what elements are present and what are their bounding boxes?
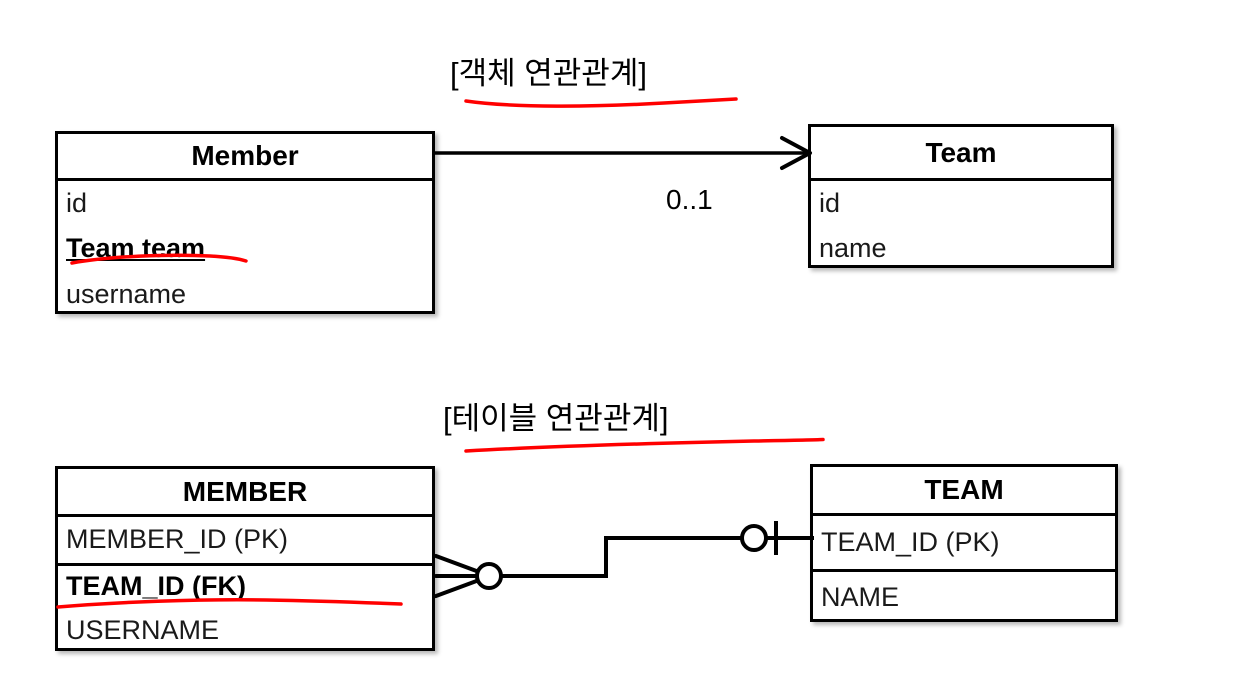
member-table-columns: MEMBER_ID (PK) TEAM_ID (FK) USERNAME bbox=[58, 514, 432, 651]
member-class-field-username: username bbox=[66, 278, 187, 309]
team-table-box: TEAM TEAM_ID (PK) NAME bbox=[810, 464, 1118, 622]
member-class-fields: id Team team username bbox=[58, 178, 432, 314]
member-class-field-id: id bbox=[66, 188, 88, 219]
section-caption-table-association: [테이블 연관관계] bbox=[443, 401, 669, 436]
red-underline-object-caption bbox=[464, 95, 739, 109]
team-table-column-team-id: TEAM_ID (PK) bbox=[821, 527, 1000, 557]
association-multiplicity-label: 0..1 bbox=[666, 184, 713, 215]
team-class-title: Team bbox=[925, 136, 997, 168]
member-class-box: Member id Team team username bbox=[55, 131, 435, 314]
red-underline-table-caption bbox=[464, 437, 826, 453]
red-underline-team-id-fk-column bbox=[56, 594, 404, 609]
team-class-fields: id name bbox=[811, 178, 1111, 268]
team-table-columns: TEAM_ID (PK) NAME bbox=[813, 513, 1115, 622]
member-class-title: Member bbox=[191, 140, 299, 171]
team-table-title: TEAM bbox=[924, 474, 1004, 505]
member-table-column-team-id: TEAM_ID (FK) bbox=[58, 562, 432, 609]
red-underline-team-team-field bbox=[70, 252, 248, 266]
member-table-column-member-id: MEMBER_ID (PK) bbox=[66, 524, 289, 555]
section-caption-object-association: [객체 연관관계] bbox=[450, 56, 647, 91]
object-association-arrow bbox=[434, 130, 814, 178]
table-relationship-connector bbox=[430, 515, 820, 625]
member-table-box: MEMBER MEMBER_ID (PK) TEAM_ID (FK) USERN… bbox=[55, 466, 435, 651]
member-table-title: MEMBER bbox=[182, 475, 308, 507]
team-class-field-name: name bbox=[819, 233, 887, 263]
member-table-column-username: USERNAME bbox=[66, 615, 220, 646]
member-class-field-team: Team team bbox=[66, 233, 206, 264]
team-class-box: Team id name bbox=[808, 124, 1114, 268]
team-table-column-name: NAME bbox=[813, 569, 1115, 622]
team-class-field-id: id bbox=[819, 188, 841, 218]
